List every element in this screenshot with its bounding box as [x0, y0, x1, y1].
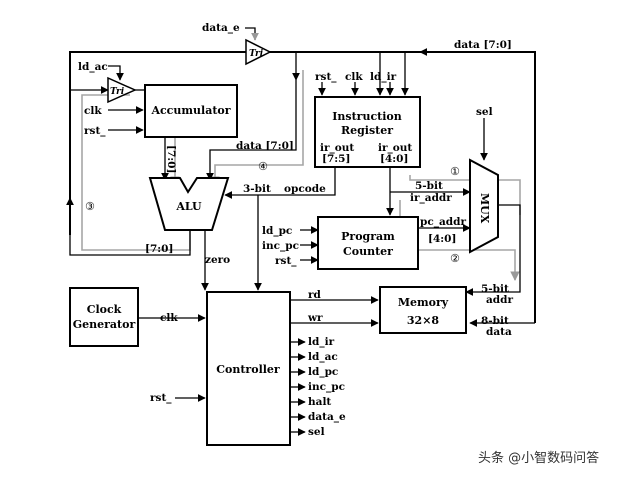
accumulator-block: Accumulator [144, 84, 238, 138]
tri-buffer-acc: Tri [107, 76, 137, 104]
ir-clk-label: clk [345, 71, 363, 83]
mux-block: MUX [469, 158, 499, 254]
memory-label-2: 32×8 [407, 314, 440, 327]
out-halt-label: halt [308, 396, 331, 408]
watermark: 头条 @小智数码问答 [478, 450, 599, 466]
alu-out-bits-label: [7:0] [145, 243, 173, 255]
controller-label: Controller [216, 363, 280, 376]
pc-label-1: Program [341, 230, 395, 243]
program-counter-block: Program Counter [317, 216, 419, 270]
instruction-register-block: Instruction Register ir_out [7:5] ir_out… [314, 96, 421, 168]
acc-rst-label: rst_ [84, 125, 106, 138]
out-ld-pc-label: ld_pc [308, 366, 338, 379]
pc-label-2: Counter [343, 245, 393, 258]
memory-label-1: Memory [398, 296, 449, 309]
mem-addr-label: addr [486, 294, 513, 306]
ir-rst-label: rst_ [315, 71, 337, 84]
signal-labels: data_e data [7:0] ld_ac clk rst_ rst_ cl… [78, 22, 513, 438]
ctrl-rst-label: rst_ [150, 392, 172, 405]
tri-label: Tri [110, 87, 125, 97]
five-bit-label: 5-bit [415, 180, 443, 192]
mem-data-label: data [486, 326, 512, 338]
ir-label-1: Instruction [332, 110, 402, 123]
alu-label: ALU [175, 200, 202, 213]
out-inc-pc-label: inc_pc [308, 381, 345, 394]
out-ld-ir-label: ld_ir [308, 336, 335, 349]
inc-pc-label: inc_pc [262, 240, 299, 253]
ir-out-lo-label: ir_out [378, 142, 412, 155]
wires [66, 27, 536, 436]
ctrl-clk-label: clk [160, 312, 178, 324]
zero-label: zero [205, 254, 230, 266]
acc-bits-label: [7:0] [165, 145, 177, 173]
tri-buffer-top: Tri [245, 38, 272, 66]
alu-block: ALU [148, 177, 230, 231]
ld-pc-label: ld_pc [262, 225, 292, 238]
clock-gen-label-2: Generator [73, 318, 136, 331]
path-1-marker: ① [450, 165, 460, 178]
data-bus-label: data [7:0] [454, 39, 512, 51]
path-markers: ① ② ③ ④ [85, 160, 460, 265]
ld-ac-label: ld_ac [78, 61, 108, 74]
mem-five-bit-label: 5-bit [481, 283, 509, 295]
rd-label: rd [308, 289, 322, 301]
mux-label: MUX [478, 193, 491, 224]
wr-label: wr [307, 312, 323, 324]
accumulator-label: Accumulator [150, 104, 230, 117]
pc-addr-label: pc_addr [420, 216, 466, 229]
mem-eight-bit-label: 8-bit [481, 315, 509, 327]
ir-label-2: Register [341, 124, 393, 137]
opcode-label: opcode [284, 183, 326, 195]
out-sel-label: sel [308, 426, 325, 438]
memory-block: Memory 32×8 [379, 286, 467, 334]
mux-sel-label: sel [476, 106, 493, 118]
ir-out-lo-bits: [4:0] [380, 153, 408, 165]
pc-bits-label: [4:0] [428, 233, 456, 245]
ir-out-hi-bits: [7:5] [322, 153, 350, 165]
pc-rst-label: rst_ [275, 255, 297, 268]
data-e-label: data_e [202, 22, 240, 35]
path-2-marker: ② [450, 252, 460, 265]
acc-clk-label: clk [84, 105, 102, 117]
path-4-marker: ④ [258, 160, 268, 173]
ir-ld-label: ld_ir [370, 71, 397, 84]
path-3-marker: ③ [85, 200, 95, 213]
clock-gen-label-1: Clock [87, 303, 122, 316]
out-data-e-label: data_e [308, 411, 346, 424]
tri-label: Tri [249, 49, 264, 59]
out-ld-ac-label: ld_ac [308, 351, 338, 364]
ir-addr-label: ir_addr [410, 192, 452, 205]
clock-generator-block: Clock Generator [69, 287, 139, 347]
data-to-alu-label: data [7:0] [236, 140, 294, 152]
ir-out-hi-label: ir_out [320, 142, 354, 155]
three-bit-label: 3-bit [243, 183, 271, 195]
controller-block: Controller [206, 291, 291, 446]
